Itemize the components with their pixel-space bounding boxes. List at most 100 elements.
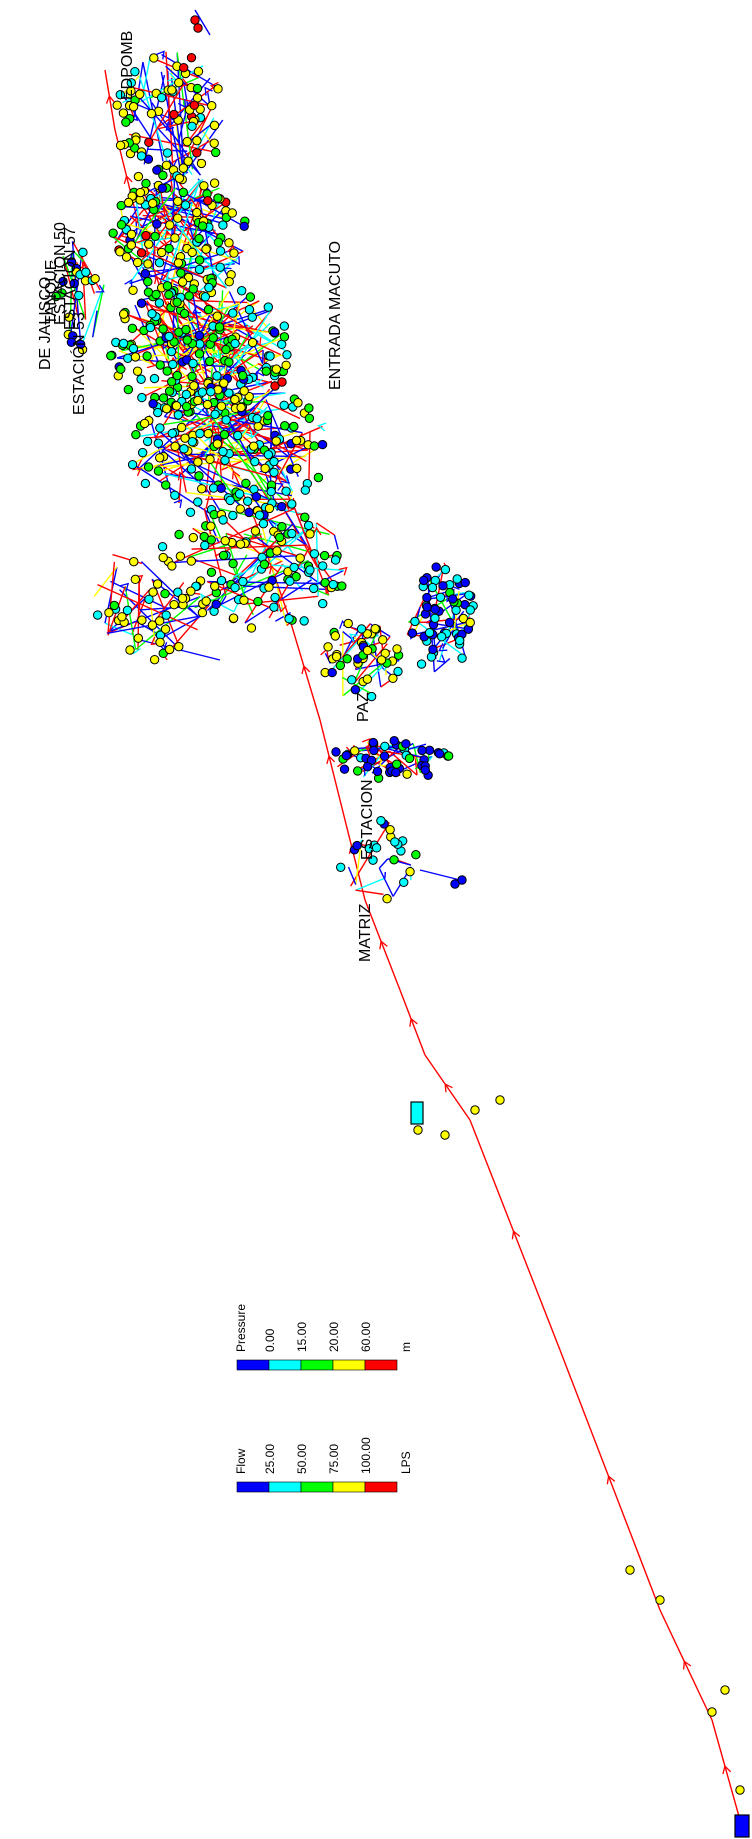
junction-node bbox=[422, 602, 432, 612]
pipe-segment bbox=[194, 9, 211, 36]
junction-node bbox=[153, 407, 163, 418]
junction-node bbox=[116, 364, 126, 374]
junction-node bbox=[142, 351, 152, 361]
junction-node bbox=[299, 616, 309, 626]
junction-node bbox=[162, 281, 173, 291]
junction-node bbox=[182, 136, 192, 147]
pipe-segment bbox=[135, 221, 138, 236]
junction-node bbox=[180, 200, 191, 210]
junction-node bbox=[440, 1130, 450, 1140]
junction-node bbox=[218, 550, 229, 561]
junction-node bbox=[203, 304, 214, 315]
junction-node bbox=[148, 399, 158, 409]
junction-node bbox=[144, 239, 154, 249]
flow-arrow bbox=[211, 349, 221, 359]
pipe-segment bbox=[175, 442, 187, 493]
pipe-segment bbox=[659, 1609, 713, 1721]
pipe-segment bbox=[190, 299, 248, 304]
pipe-segment bbox=[243, 334, 280, 363]
junction-node bbox=[151, 289, 161, 300]
junction-node bbox=[117, 612, 127, 622]
junction-node bbox=[284, 614, 294, 624]
junction-node bbox=[401, 739, 411, 749]
junction-node bbox=[263, 449, 274, 460]
junction-node bbox=[210, 409, 220, 420]
flow-arrow bbox=[722, 1764, 732, 1775]
junction-node bbox=[388, 673, 398, 684]
junction-node bbox=[122, 605, 133, 616]
junction-node bbox=[201, 596, 211, 606]
junction-node bbox=[129, 556, 139, 567]
junction-node bbox=[224, 357, 234, 367]
pipe-segment bbox=[219, 411, 274, 501]
junction-node bbox=[152, 219, 162, 229]
junction-node bbox=[274, 532, 285, 543]
junction-node bbox=[295, 553, 305, 563]
junction-node bbox=[90, 273, 100, 284]
flow-arrow bbox=[231, 470, 241, 480]
legend-pressure-value-3: 20.00 bbox=[327, 1322, 341, 1352]
junction-node bbox=[193, 497, 203, 507]
flow-arrow bbox=[167, 72, 177, 82]
junction-node bbox=[157, 542, 168, 552]
junction-node bbox=[228, 308, 238, 318]
junction-node bbox=[230, 582, 240, 593]
junction-node bbox=[440, 564, 451, 575]
junction-node bbox=[450, 879, 460, 889]
junction-node bbox=[206, 521, 216, 531]
junction-node bbox=[238, 576, 248, 587]
junction-node bbox=[417, 745, 427, 756]
junction-node bbox=[210, 581, 220, 591]
junction-node bbox=[141, 178, 151, 189]
junction-node bbox=[319, 550, 330, 561]
junction-node bbox=[219, 378, 229, 388]
label-estacion-50: ESTACIÓN 50 bbox=[50, 222, 69, 325]
legend-pressure: Pressure 0.00 15.00 20.00 60.00 m bbox=[234, 1304, 413, 1371]
junction-node bbox=[221, 415, 231, 425]
junction-node bbox=[66, 337, 77, 347]
junction-node bbox=[160, 589, 170, 599]
junction-node bbox=[390, 837, 400, 847]
junction-node bbox=[206, 535, 216, 545]
junction-node bbox=[431, 562, 441, 572]
junction-node bbox=[438, 581, 448, 591]
flow-arrow bbox=[301, 664, 311, 675]
junction-node bbox=[143, 462, 154, 472]
junction-node bbox=[213, 237, 224, 248]
junction-node bbox=[197, 221, 208, 231]
junction-node bbox=[115, 247, 125, 257]
junction-node bbox=[206, 567, 217, 578]
junction-node bbox=[269, 602, 279, 612]
pipe-segment bbox=[711, 1719, 741, 1821]
junction-node bbox=[304, 413, 315, 424]
junction-node bbox=[451, 605, 461, 615]
junction-node bbox=[350, 684, 361, 695]
pipe-segment bbox=[129, 133, 219, 154]
junction-node bbox=[245, 292, 256, 302]
junction-node bbox=[430, 613, 440, 623]
junction-node bbox=[279, 332, 290, 342]
legend-flow-title: Flow bbox=[234, 1448, 248, 1474]
flow-arrow bbox=[274, 482, 284, 491]
junction-node bbox=[174, 173, 185, 183]
junction-node bbox=[228, 558, 238, 569]
flow-arrow bbox=[278, 603, 287, 613]
junction-node bbox=[399, 877, 409, 887]
label-estacion-53: ESTACIÓN 53 bbox=[69, 312, 88, 415]
flow-arrow bbox=[361, 738, 371, 748]
junction-node bbox=[261, 366, 271, 376]
junction-node bbox=[323, 642, 333, 652]
pipe-segment bbox=[107, 561, 116, 634]
junction-node bbox=[175, 551, 186, 561]
junction-node bbox=[300, 485, 311, 495]
junction-node bbox=[209, 178, 220, 188]
pipe-segment bbox=[182, 290, 230, 367]
junction-node bbox=[214, 322, 225, 332]
junction-node bbox=[133, 633, 144, 643]
junction-node bbox=[187, 121, 197, 132]
junction-node bbox=[181, 324, 191, 335]
junction-node bbox=[104, 608, 114, 618]
junction-node bbox=[108, 228, 118, 238]
junction-node bbox=[185, 507, 196, 518]
junction-node bbox=[254, 510, 265, 520]
